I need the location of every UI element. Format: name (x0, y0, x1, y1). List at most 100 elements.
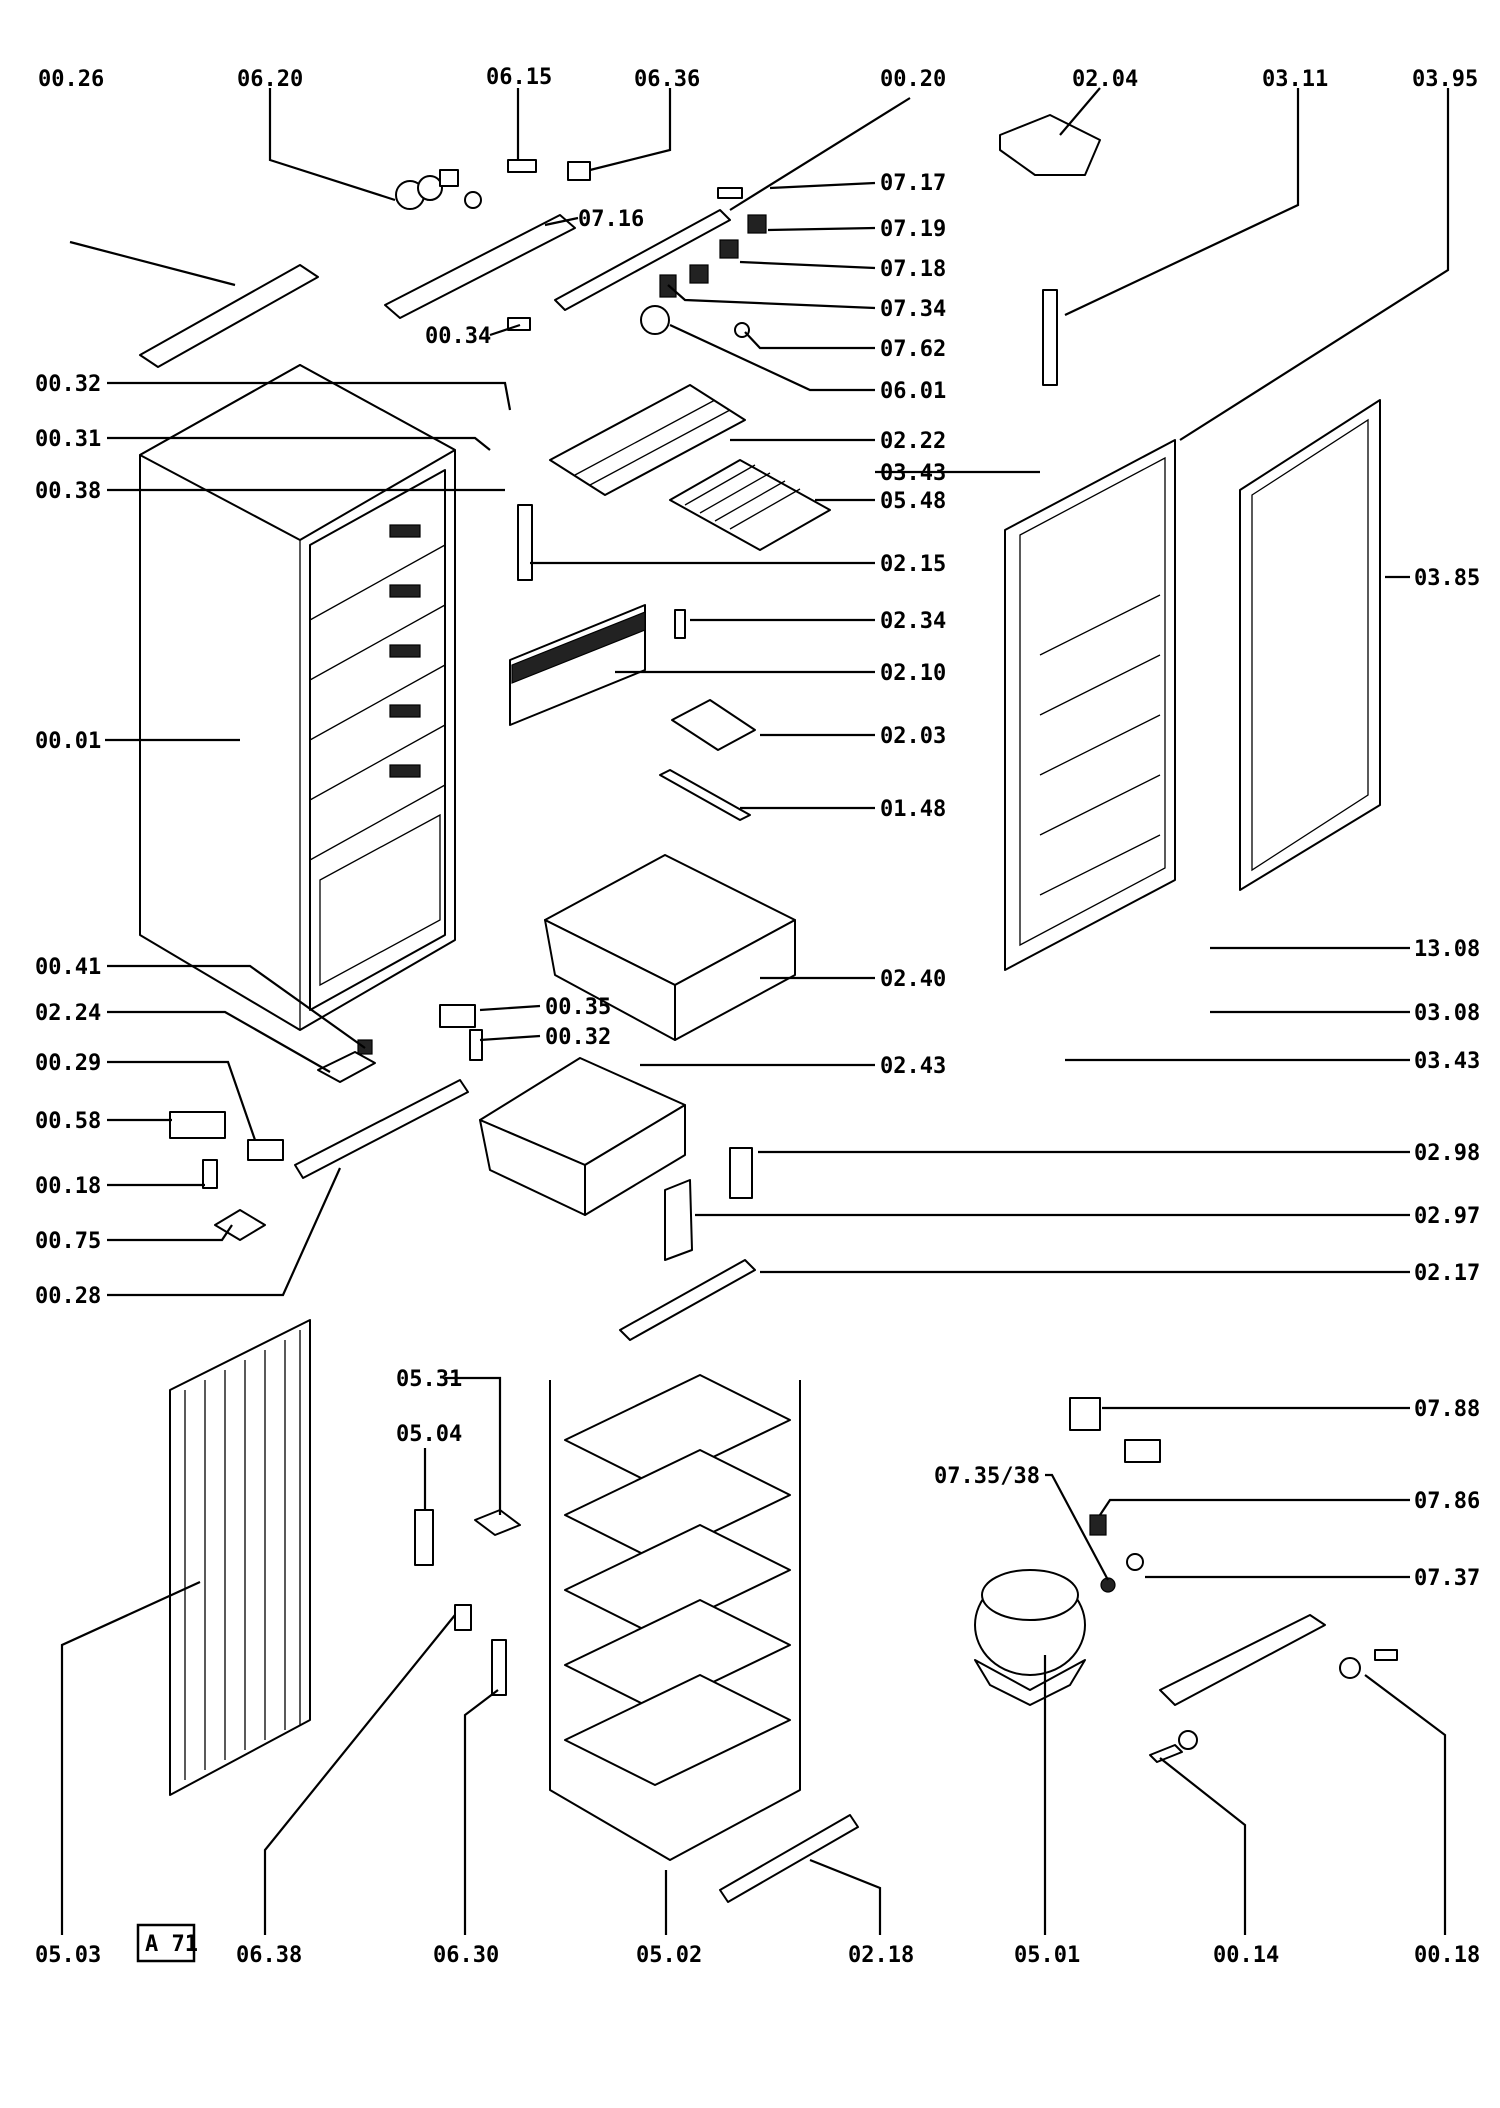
label-02-98: 02.98 (1414, 1141, 1480, 1166)
foot-00-18 (1339, 1657, 1361, 1679)
part-00-29 (247, 1139, 284, 1161)
label-00-58: 00.58 (35, 1109, 101, 1134)
part-00-35 (439, 1004, 476, 1028)
label-07-62: 07.62 (880, 337, 946, 362)
label-05-01: 05.01 (1014, 1943, 1080, 1968)
label-00-35: 00.35 (545, 995, 611, 1020)
label-00-28: 00.28 (35, 1284, 101, 1309)
label-07-86: 07.86 (1414, 1489, 1480, 1514)
label-02-10: 02.10 (880, 661, 946, 686)
label-00-14: 00.14 (1213, 1943, 1279, 1968)
base-plate (1159, 1614, 1326, 1706)
label-03-95: 03.95 (1412, 67, 1478, 92)
part-drawings (139, 114, 1398, 1903)
rail-00-28 (294, 1079, 469, 1179)
part-07-35-38 (1100, 1577, 1116, 1593)
label-07-34: 07.34 (880, 297, 946, 322)
label-05-02: 05.02 (636, 1943, 702, 1968)
thermostat (395, 169, 482, 210)
label-00-18b: 00.18 (1414, 1943, 1480, 1968)
part-00-75 (214, 1209, 266, 1241)
relay-07-88 (1069, 1397, 1101, 1431)
part-00-32b (469, 1029, 483, 1061)
part-07-37 (1126, 1553, 1144, 1571)
label-02-03: 02.03 (880, 724, 946, 749)
rail-02-18 (719, 1814, 859, 1903)
label-06-20: 06.20 (237, 67, 303, 92)
part-00-58 (169, 1111, 226, 1139)
label-06-38: 06.38 (236, 1943, 302, 1968)
lamp-socket-06-01 (640, 305, 670, 335)
label-07-18: 07.18 (880, 257, 946, 282)
part-06-38 (454, 1604, 472, 1631)
code-box: A 71 (136, 1923, 198, 1963)
grille-05-48 (669, 459, 831, 551)
code-box-label: A 71 (145, 1932, 198, 1957)
hinge-03-11 (1042, 289, 1058, 386)
part-07-86 (1089, 1514, 1107, 1536)
label-03-43b: 03.43 (1414, 1049, 1480, 1074)
foot-00-14 (1149, 1744, 1183, 1763)
label-02-24: 02.24 (35, 1001, 101, 1026)
clip-02-34 (674, 609, 686, 639)
label-02-04: 02.04 (1072, 67, 1138, 92)
label-03-11: 03.11 (1262, 67, 1328, 92)
label-03-43: 03.43 (880, 461, 946, 486)
label-00-32: 00.32 (35, 372, 101, 397)
label-07-17: 07.17 (880, 171, 946, 196)
label-13-08: 13.08 (1414, 937, 1480, 962)
bar-01-48 (659, 769, 751, 821)
gasket-03-85 (1239, 399, 1381, 891)
label-00-01: 00.01 (35, 729, 101, 754)
label-01-48: 01.48 (880, 797, 946, 822)
pin-00-18 (1374, 1649, 1398, 1661)
label-02-22: 02.22 (880, 429, 946, 454)
part-02-24 (317, 1051, 376, 1083)
label-02-97: 02.97 (1414, 1204, 1480, 1229)
rail-02-17 (619, 1259, 756, 1341)
leader-lines (60, 87, 1450, 1935)
part-07-18 (719, 239, 739, 259)
part-06-36 (567, 161, 591, 181)
condenser-05-03 (169, 1319, 311, 1796)
label-07-88: 07.88 (1414, 1397, 1480, 1422)
label-05-48: 05.48 (880, 489, 946, 514)
label-07-19: 07.19 (880, 217, 946, 242)
label-00-38: 00.38 (35, 479, 101, 504)
egg-tray-02-04 (999, 114, 1101, 176)
label-00-18: 00.18 (35, 1174, 101, 1199)
label-00-29: 00.29 (35, 1051, 101, 1076)
foot-round-00-14 (1178, 1730, 1198, 1750)
light-cover-00-20 (554, 209, 731, 311)
top-rail-00-26 (139, 264, 319, 368)
label-02-17: 02.17 (1414, 1261, 1480, 1286)
drawer-02-43 (479, 1057, 686, 1216)
label-07-35-38: 07.35/38 (934, 1464, 1040, 1489)
label-00-31: 00.31 (35, 427, 101, 452)
label-03-85: 03.85 (1414, 566, 1480, 591)
door-03-95 (1004, 439, 1176, 971)
part-02-98 (729, 1147, 753, 1199)
cover-07-88b (1124, 1439, 1161, 1463)
part-06-30 (491, 1639, 507, 1696)
label-07-16: 07.16 (578, 207, 644, 232)
label-06-15: 06.15 (486, 65, 552, 90)
label-06-30: 06.30 (433, 1943, 499, 1968)
label-03-08: 03.08 (1414, 1001, 1480, 1026)
part-07-17 (717, 187, 743, 199)
part-06-15 (507, 159, 537, 173)
compressor-05-01 (974, 1569, 1086, 1706)
evaporator-05-02 (549, 1374, 801, 1861)
label-05-31: 05.31 (396, 1367, 462, 1392)
label-00-20: 00.20 (880, 67, 946, 92)
part-07-19 (747, 214, 767, 234)
label-00-34: 00.34 (425, 324, 491, 349)
label-00-26: 00.26 (38, 67, 104, 92)
label-05-03: 05.03 (35, 1943, 101, 1968)
wire-shelf-02-22 (549, 384, 746, 496)
filter-05-04 (414, 1509, 434, 1566)
label-02-43: 02.43 (880, 1054, 946, 1079)
label-02-18: 02.18 (848, 1943, 914, 1968)
label-06-01: 06.01 (880, 379, 946, 404)
